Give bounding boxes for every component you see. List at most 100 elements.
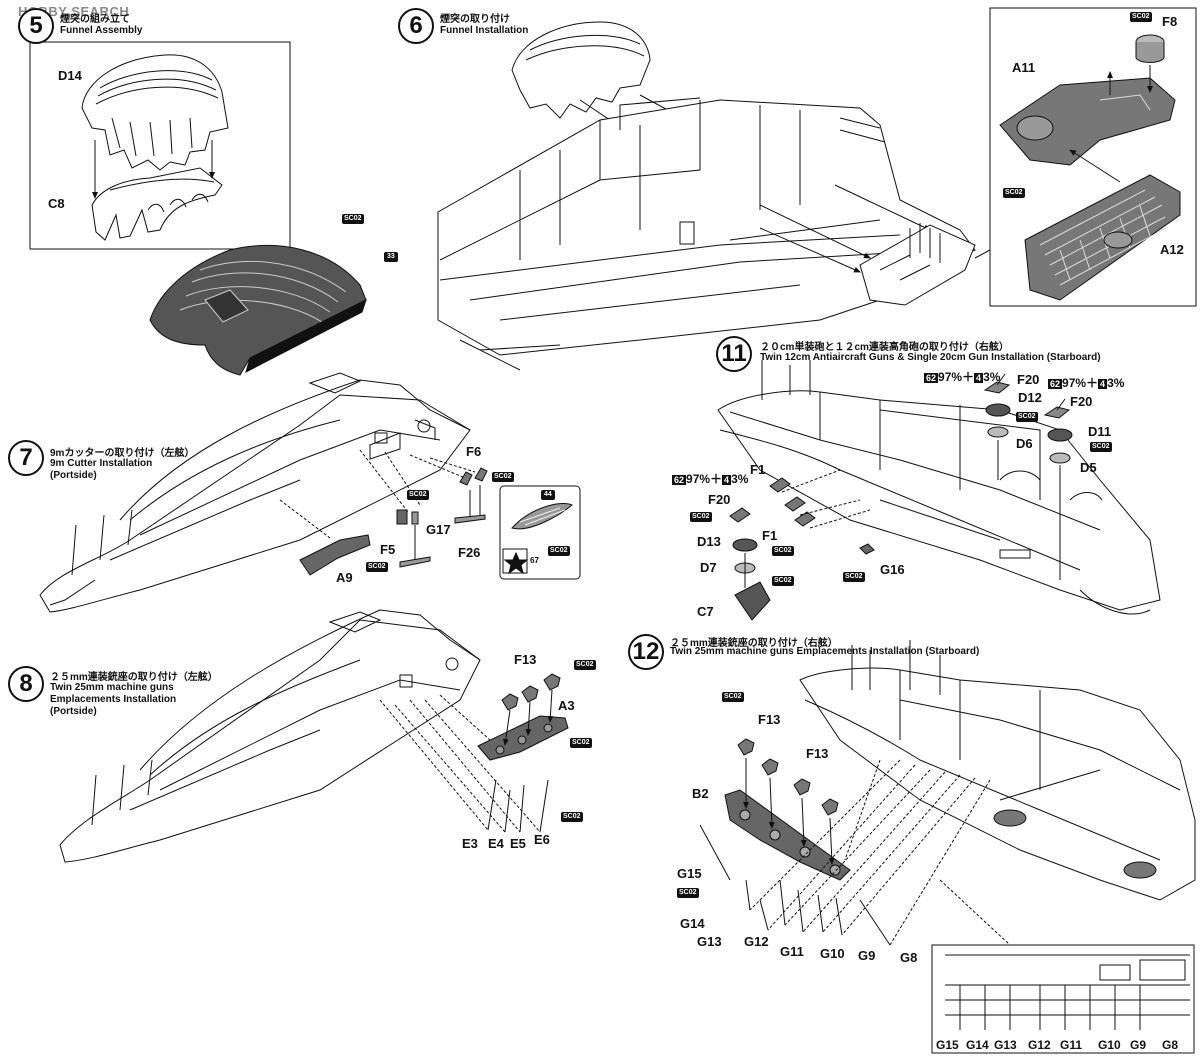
paint-44-badge: 44 xyxy=(541,490,555,500)
inset-label-g8: G8 xyxy=(1162,1038,1179,1052)
label-f8: F8 xyxy=(1162,14,1178,29)
sc02-badge-e6: SC02 xyxy=(561,812,583,822)
sc02-badge-funnel: SC02 xyxy=(342,214,364,224)
step-12-title-jp: ２５mm連装銃座の取り付け（右舷） xyxy=(670,638,838,649)
paint-code-62b: 62 xyxy=(1048,379,1063,389)
paint-pct-97: 97%＋ xyxy=(938,370,975,384)
step-5-number: 5 xyxy=(18,8,54,44)
step-6-number: 6 xyxy=(398,8,434,44)
guns-12cm-starboard xyxy=(983,373,1073,580)
step-5-title-jp: 煙突の組み立て xyxy=(60,14,130,25)
parts-f13-portside xyxy=(501,673,561,711)
label-f20-b: F20 xyxy=(1070,394,1093,409)
step-7-title-jp: 9mカッターの取り付け（左舷） xyxy=(50,448,195,459)
label-g9: G9 xyxy=(858,948,876,963)
label-e3: E3 xyxy=(462,836,478,851)
paint-33-badge: 33 xyxy=(384,252,398,262)
inset-label-g9: G9 xyxy=(1130,1038,1147,1052)
star-insignia xyxy=(503,551,529,575)
hull-starboard-step12 xyxy=(799,640,1196,901)
paint-code-4b: 4 xyxy=(1098,379,1108,389)
part-b2 xyxy=(724,789,851,881)
label-f20-c: F20 xyxy=(708,492,731,507)
inset-hull-detail xyxy=(945,954,1190,1030)
pin-location-inset-box xyxy=(931,944,1195,1054)
label-e6: E6 xyxy=(534,832,550,847)
pins-g8-g15 xyxy=(699,824,891,946)
sc02-badge-d12: SC02 xyxy=(1016,412,1038,422)
label-a12: A12 xyxy=(1160,242,1184,257)
paint-code-4: 4 xyxy=(974,373,984,383)
funnel-part-c8 xyxy=(91,167,223,241)
parts-f13-starboard xyxy=(737,738,839,816)
step-6-title-en: Funnel Installation xyxy=(440,25,529,36)
label-f13-starboard-b: F13 xyxy=(806,746,829,761)
part-a12 xyxy=(1024,174,1181,301)
label-d11: D11 xyxy=(1088,424,1112,439)
step-12-number: 12 xyxy=(628,634,664,670)
inset-label-g11: G11 xyxy=(1060,1038,1083,1052)
label-f13-portside: F13 xyxy=(514,652,537,667)
step-8-title-en: Twin 25mm machine guns xyxy=(50,682,174,693)
hull-midship-step6 xyxy=(437,97,976,371)
paint-code-62c: 62 xyxy=(672,475,687,485)
inset-label-g13: G13 xyxy=(994,1038,1017,1052)
step-12-title-en: Twin 25mm machine guns Emplacements Inst… xyxy=(670,646,980,657)
label-c7: C7 xyxy=(697,604,714,619)
funnel-assembled xyxy=(149,245,367,376)
label-g10: G10 xyxy=(820,946,845,961)
label-e4: E4 xyxy=(488,836,504,851)
hull-portside-step7 xyxy=(39,372,471,613)
label-g8: G8 xyxy=(900,950,918,965)
paint-pct-3b: 3% xyxy=(1107,376,1125,390)
label-d13: D13 xyxy=(697,534,721,549)
step-8-subtitle2-en: (Portside) xyxy=(50,706,97,717)
inset-label-g12: G12 xyxy=(1028,1038,1051,1052)
label-f1-a: F1 xyxy=(750,462,766,477)
label-d14: D14 xyxy=(58,68,82,83)
paint-pct-3c: 3% xyxy=(731,472,749,486)
label-e5: E5 xyxy=(510,836,526,851)
part-a11 xyxy=(999,77,1176,166)
label-a9: A9 xyxy=(336,570,353,585)
sc02-badge-g15: SC02 xyxy=(677,888,699,898)
part-a3 xyxy=(477,715,569,761)
step-5-title-en: Funnel Assembly xyxy=(60,25,143,36)
label-f13-starboard-a: F13 xyxy=(758,712,781,727)
label-a11: A11 xyxy=(1012,60,1036,75)
pins-e3-e6 xyxy=(487,779,549,833)
label-g17: G17 xyxy=(426,522,451,537)
a11-a12-inset-box xyxy=(989,7,1197,307)
label-f5: F5 xyxy=(380,542,396,557)
label-g15: G15 xyxy=(677,866,702,881)
sc02-badge-f6: SC02 xyxy=(492,472,514,482)
step-7-subtitle-en: (Portside) xyxy=(50,470,97,481)
sc02-badge-f20: SC02 xyxy=(690,512,712,522)
funnel-part-d14 xyxy=(81,54,229,171)
bridge-platform-small xyxy=(859,223,976,306)
sc02-badge-d13: SC02 xyxy=(772,546,794,556)
label-d6: D6 xyxy=(1016,436,1033,451)
paint-code-4c: 4 xyxy=(722,475,732,485)
sc02-badge-d11: SC02 xyxy=(1090,442,1112,452)
label-a3: A3 xyxy=(558,698,575,713)
funnel-ghost-step6 xyxy=(511,21,651,119)
label-d5: D5 xyxy=(1080,460,1097,475)
step-8-number: 8 xyxy=(8,666,44,702)
step-7-title-en: 9m Cutter Installation xyxy=(50,458,153,469)
paint-pct-97b: 97%＋ xyxy=(1062,376,1099,390)
sc02-badge-a9: SC02 xyxy=(366,562,388,572)
label-g12: G12 xyxy=(744,934,769,949)
label-g16: G16 xyxy=(880,562,905,577)
step-7-number: 7 xyxy=(8,440,44,476)
label-g13: G13 xyxy=(697,934,722,949)
guns-20cm-starboard xyxy=(729,469,875,621)
step-11-title-jp: ２０cm単装砲と１２cm連装高角砲の取り付け（右舷） xyxy=(760,342,1009,353)
step-11-title-en: Twin 12cm Antiaircraft Guns & Single 20c… xyxy=(760,352,1101,363)
sc02-badge-f13-starboard: SC02 xyxy=(722,692,744,702)
paint-code-62: 62 xyxy=(924,373,939,383)
